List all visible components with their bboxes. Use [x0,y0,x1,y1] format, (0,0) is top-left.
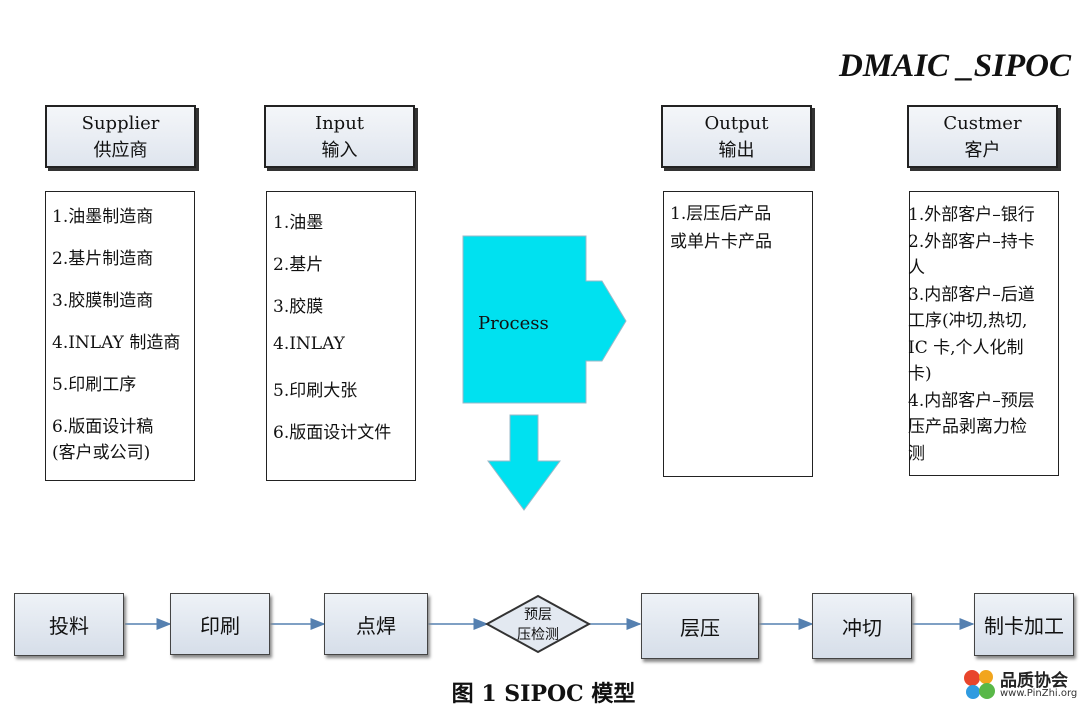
flow-step-print: 印刷 [170,593,270,655]
decision-label: 预层 压检测 [500,605,576,645]
figure-caption: 图 1 SIPOC 模型 [451,681,636,707]
decision-label-line2: 压检测 [517,627,559,643]
process-shape [462,235,627,511]
process-right-arrow [462,235,627,404]
list-item: 3.胶膜 [273,297,324,317]
list-item: 工序(冲切,热切, [908,311,1028,331]
customer-list: 1.外部客户–银行 2.外部客户–持卡 人 3.内部客户–后道 工序(冲切,热切… [908,191,1059,476]
list-item: 2.基片 [273,255,324,275]
supplier-list: 1.油墨制造商 2.基片制造商 3.胶膜制造商 4.INLAY 制造商 5.印刷… [45,191,195,481]
input-title-en: Input [314,112,365,134]
list-item: 5.印刷工序 [52,375,137,395]
logo-url: www.PinZhi.org [1000,688,1078,699]
list-item: 1.层压后产品 [670,204,772,224]
process-label: Process [478,313,549,334]
list-item: 卡) [908,364,932,384]
flow-step-spot-weld: 点焊 [324,593,428,655]
decision-diamond [484,594,592,654]
list-item: 3.内部客户–后道 [908,284,1035,305]
list-item: 5.印刷大张 [273,381,358,401]
list-item: 测 [908,443,925,464]
supplier-header: Supplier 供应商 [45,105,196,168]
list-item: 2.基片制造商 [52,249,154,269]
decision-label-line1: 预层 [524,607,552,623]
diagram-title: DMAIC _SIPOC [839,48,1071,84]
customer-header: Custmer 客户 [907,105,1058,168]
list-item: 1.油墨制造商 [52,207,154,227]
list-item: 1.外部客户–银行 [908,205,1035,225]
list-item: 4.内部客户–预层 [908,390,1035,411]
list-item: 6.版面设计稿 [52,417,154,437]
list-item: IC 卡,个人化制 [908,337,1024,358]
list-item: 1.油墨 [273,213,324,233]
list-item: 压产品剥离力检 [908,417,1027,437]
output-title-en: Output [704,112,769,134]
customer-title-cn: 客户 [964,139,1001,161]
logo-icon [964,670,995,699]
list-item: 3.胶膜制造商 [52,291,154,311]
flow-step-lamination: 层压 [641,593,759,659]
output-header: Output 输出 [661,105,812,168]
flow-connectors [125,594,975,654]
output-list: 1.层压后产品 或单片卡产品 [663,191,813,477]
flow-step-card-making: 制卡加工 [974,593,1074,656]
list-item: (客户或公司) [52,443,151,463]
list-item: 4.INLAY 制造商 [52,333,181,353]
list-item: 2.外部客户–持卡 [908,231,1035,252]
supplier-title-cn: 供应商 [93,139,148,161]
output-title-cn: 输出 [718,139,755,161]
supplier-title-en: Supplier [81,112,160,134]
input-title-cn: 输入 [321,139,358,161]
list-item: 4.INLAY [273,334,345,354]
list-item: 或单片卡产品 [670,232,772,252]
list-item: 人 [908,258,925,278]
customer-title-en: Custmer [943,112,1022,134]
list-item: 6.版面设计文件 [273,423,392,443]
logo-name: 品质协会 [1000,671,1068,691]
input-header: Input 输入 [264,105,415,168]
input-list: 1.油墨 2.基片 3.胶膜 4.INLAY 5.印刷大张 6.版面设计文件 [266,191,416,481]
flow-step-feed: 投料 [14,593,124,656]
flow-step-punching: 冲切 [812,593,912,659]
process-down-arrow [487,414,561,511]
